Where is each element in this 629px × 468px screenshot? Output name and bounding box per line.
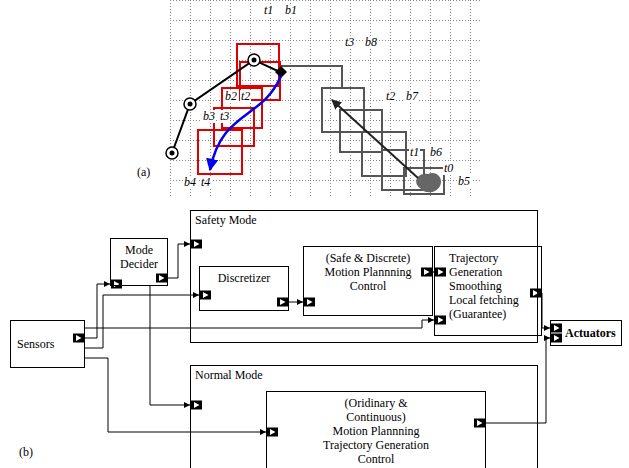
input-port (551, 334, 562, 343)
output-port (421, 268, 432, 277)
signal-connector (85, 284, 110, 338)
actuator-box: Actuators (550, 320, 622, 346)
planned-path (210, 76, 281, 170)
box-tag: b8 (364, 36, 378, 49)
input-port (304, 298, 315, 307)
output-port (73, 334, 84, 343)
box-label: (Safe & Discrete) (326, 251, 411, 265)
sensor-box: Sensors (10, 320, 85, 368)
box-tag: t3 (344, 36, 355, 49)
box-label: Trajectory Generation (449, 251, 527, 279)
signal-connector (289, 302, 303, 303)
box-tag: b6 (429, 146, 443, 159)
box-tag: b3 (202, 110, 216, 123)
box-label: Motion Plannning Control (318, 265, 418, 293)
box-tag: b5 (457, 175, 471, 188)
obstacle-motion (332, 100, 418, 178)
robot-boxes (198, 44, 280, 174)
box-tag: t3 (219, 110, 230, 123)
signal-connector (85, 320, 434, 328)
input-port (551, 324, 562, 333)
input-port (191, 401, 202, 410)
box-tag: b1 (284, 4, 298, 17)
box-label: Sensors (17, 337, 54, 351)
box-tag: b7 (405, 90, 419, 103)
mode-band: Normal Mode(Oridinary & Continuous)Motio… (190, 365, 538, 468)
box-label: Motion Plannning Trajectory Generation C… (314, 424, 439, 466)
box-label: Actuators (565, 326, 616, 340)
grid (170, 0, 482, 196)
signal-connector (85, 358, 266, 432)
box-tag: b2 (224, 90, 238, 103)
input-port (191, 240, 202, 249)
output-port (530, 289, 541, 298)
box-label: Discretizer (218, 271, 271, 285)
input-port (111, 280, 122, 289)
output-port (277, 298, 288, 307)
box-tag: t1 (409, 146, 420, 159)
box-tag: t2 (240, 90, 251, 103)
process-box: Trajectory GenerationSmoothing Local fet… (434, 246, 542, 336)
robot-arm (172, 60, 280, 153)
signal-connector (542, 293, 550, 328)
input-port (435, 268, 446, 277)
output-port (474, 419, 485, 428)
box-tag: b4 (183, 176, 197, 189)
input-port (435, 316, 446, 325)
signal-connector (85, 295, 199, 348)
box-label: Mode Decider (116, 243, 162, 271)
signal-connector (150, 286, 190, 405)
band-title: Normal Mode (195, 368, 263, 382)
obstacle-boxes (279, 66, 444, 194)
input-port (267, 428, 278, 437)
signal-connector (168, 244, 190, 278)
panel-label: (b) (18, 446, 34, 459)
box-label: (Oridinary & Continuous) (314, 396, 439, 424)
process-box: (Oridinary & Continuous)Motion Plannning… (266, 391, 486, 468)
signal-connector (486, 338, 550, 423)
box-label: Smoothing Local fetching (Guarantee) (449, 279, 527, 321)
process-box: (Safe & Discrete)Motion Plannning Contro… (303, 246, 433, 316)
arm-joints (166, 54, 260, 159)
box-tag: t1 (263, 4, 274, 17)
band-title: Safety Mode (195, 213, 257, 227)
box-tag: t2 (385, 90, 396, 103)
process-box: Discretizer (199, 266, 289, 311)
mode-decider-box: Mode Decider (110, 238, 168, 286)
input-port (200, 291, 211, 300)
box-tag: t0 (443, 162, 454, 175)
mode-band: Safety ModeDiscretizer (Safe & Discrete)M… (190, 210, 538, 343)
obstacle (416, 173, 441, 192)
box-tag: t4 (200, 176, 211, 189)
panel-label: (a) (136, 166, 151, 179)
output-port (156, 274, 167, 283)
